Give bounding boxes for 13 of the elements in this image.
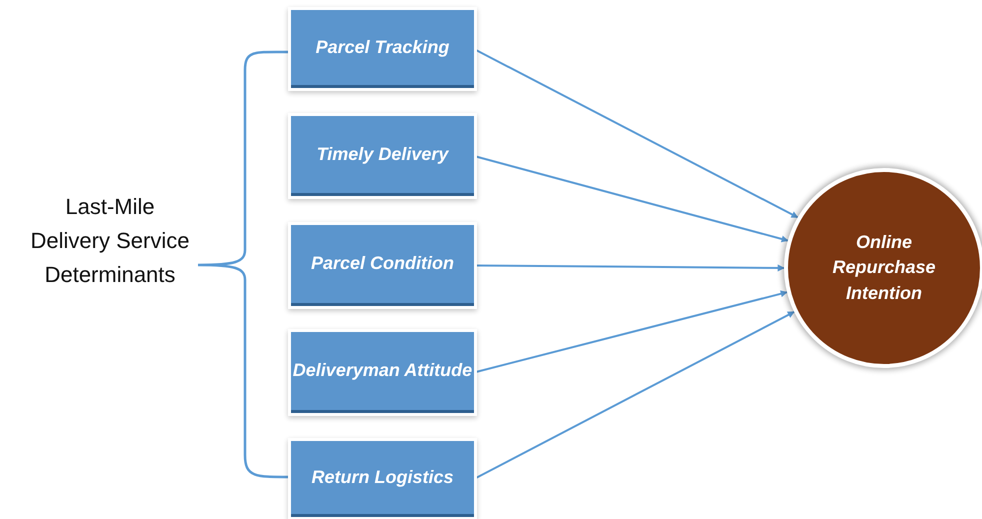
outcome-label: Online Repurchase Intention — [831, 231, 937, 305]
factor-label: Deliveryman Attitude — [292, 359, 472, 382]
group-label: Last-Mile Delivery Service Determinants — [30, 193, 190, 289]
factor-box — [291, 225, 474, 306]
factor-box — [291, 332, 474, 413]
factor-label: Parcel Condition — [310, 252, 454, 276]
factor-label: Timely Delivery — [316, 142, 448, 166]
factor-label: Return Logistics — [311, 466, 454, 489]
factor-box — [291, 10, 474, 88]
arrow — [474, 264, 785, 272]
factor-label: Parcel Tracking — [316, 36, 450, 59]
factor-box — [291, 116, 474, 196]
factor-box — [291, 441, 474, 517]
